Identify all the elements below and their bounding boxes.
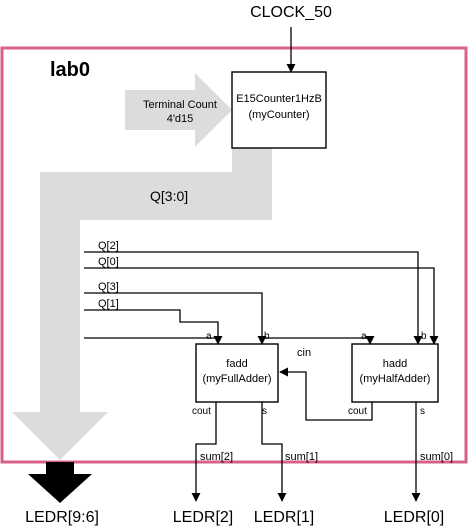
fa-port-cout: cout: [192, 406, 211, 417]
full-adder-instance: (myFullAdder): [202, 373, 271, 385]
ha-port-a: a: [361, 331, 367, 342]
ledr0-label: LEDR[0]: [384, 509, 444, 526]
full-adder-name: fadd: [226, 358, 247, 370]
wire-q0: [84, 267, 439, 345]
sum1-wire: [261, 402, 287, 502]
terminal-count-line2: 4'd15: [167, 113, 194, 125]
ha-port-cout: cout: [348, 406, 367, 417]
clock-label: CLOCK_50: [250, 4, 332, 21]
fa-port-s: s: [262, 406, 267, 417]
counter-name: E15Counter1HzB: [236, 93, 322, 105]
carry-wire: [279, 367, 373, 421]
module-label: lab0: [50, 59, 90, 81]
half-adder-instance: (myHalfAdder): [360, 373, 431, 385]
full-adder-block: [195, 343, 279, 403]
fa-port-a: a: [206, 331, 212, 342]
wire-q1: [84, 309, 223, 345]
counter-instance: (myCounter): [248, 109, 309, 121]
wire-bottom-right: [262, 335, 375, 345]
counter-block: [231, 71, 327, 149]
wire-q3: [84, 292, 267, 345]
wire-q2: [84, 251, 423, 345]
label-q3: Q[3]: [98, 281, 119, 293]
ledr96-arrow: [28, 462, 92, 503]
sum1-label: sum[1]: [285, 451, 318, 463]
bus-label: Q[3:0]: [150, 188, 188, 204]
gray-bus-arrow: [12, 148, 272, 460]
half-adder-name: hadd: [383, 358, 407, 370]
ledr2-label: LEDR[2]: [173, 509, 233, 526]
fa-port-b: b: [264, 331, 270, 342]
ledr1-label: LEDR[1]: [254, 509, 314, 526]
sum2-wire: [191, 402, 217, 502]
sum0-label: sum[0]: [420, 451, 453, 463]
cin-label: cin: [297, 347, 311, 359]
sum2-label: sum[2]: [200, 451, 233, 463]
ha-port-b: b: [421, 331, 427, 342]
ledr96-label: LEDR[9:6]: [25, 509, 99, 526]
terminal-count-arrow: [125, 73, 232, 147]
ha-port-s: s: [420, 406, 425, 417]
label-q2: Q[2]: [98, 240, 119, 252]
label-q1: Q[1]: [98, 298, 119, 310]
label-q0: Q[0]: [98, 256, 119, 268]
module-border: [0, 46, 468, 464]
half-adder-block: [351, 343, 439, 403]
terminal-count-line1: Terminal Count: [143, 99, 217, 111]
